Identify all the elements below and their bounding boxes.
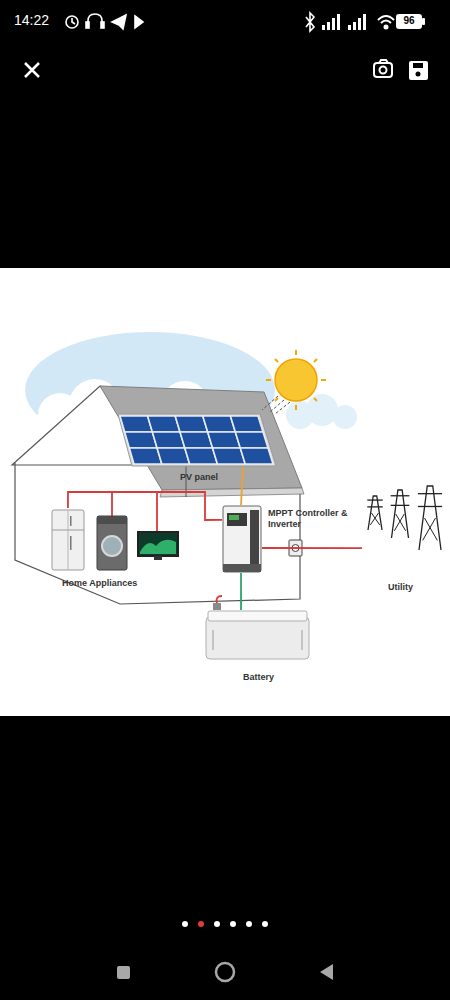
- panel-cell: [129, 448, 161, 464]
- tv-screen: [138, 532, 178, 556]
- battery-art: [205, 610, 310, 660]
- save-icon: [409, 61, 428, 80]
- battery-percent: 96: [396, 15, 422, 26]
- tower-legs: [392, 490, 409, 538]
- tower-legs: [368, 496, 382, 530]
- utility-grid-art: [362, 486, 446, 552]
- washer: [97, 516, 127, 570]
- fridge-split: [68, 510, 69, 570]
- battery-case: [206, 617, 309, 659]
- tower-brace: [370, 513, 379, 525]
- node-label: MPPT Controller & Inverter: [268, 508, 356, 530]
- battery-cable-line: [240, 573, 242, 610]
- nav-home: [216, 963, 234, 981]
- home-appliances: Home Appliances: [50, 508, 180, 572]
- ac-load-wire: [68, 492, 222, 520]
- toolbar-icons: [25, 60, 392, 77]
- node-label: PV panel: [180, 472, 218, 483]
- inverter-screen: [227, 513, 247, 526]
- mppt-inverter-art: [222, 505, 262, 573]
- page-dots: [182, 921, 268, 927]
- save-icon-slot: [413, 63, 423, 68]
- battery-terminal: [213, 603, 221, 610]
- fridge: [52, 510, 84, 570]
- save-icon-dot: [416, 72, 421, 77]
- roof: [100, 386, 302, 490]
- home-appliances-art: [50, 508, 180, 572]
- washer-door: [102, 536, 122, 556]
- fridge-handle: [70, 536, 72, 550]
- panel-cell: [230, 416, 263, 432]
- washer-top: [97, 516, 127, 524]
- panel-cell: [240, 448, 273, 464]
- inverter-side: [250, 510, 259, 565]
- nav-back: [320, 964, 333, 980]
- panel-cell: [125, 432, 157, 448]
- utility-grid: Utility: [362, 486, 446, 552]
- panel-frame: [118, 414, 276, 466]
- mppt-inverter: MPPT Controller & Inverter: [222, 505, 262, 573]
- battery: Battery: [205, 610, 310, 660]
- active-page-dot: [198, 921, 204, 927]
- tower-arm: [367, 499, 382, 500]
- battery-handle: [301, 630, 303, 650]
- pv-cable-line: [241, 466, 243, 505]
- tv-stand: [154, 556, 162, 560]
- panel-cell: [235, 432, 268, 448]
- fridge-handle: [70, 516, 72, 526]
- tower-legs: [419, 486, 441, 550]
- node-label: Home Appliances: [62, 578, 137, 589]
- battery-lid: [208, 611, 307, 621]
- tower-arm: [391, 495, 410, 496]
- tower-arm: [367, 506, 382, 507]
- tower-arm: [391, 505, 410, 506]
- battery-handle: [212, 630, 214, 650]
- status-time: 14:22: [14, 13, 49, 28]
- pv-cable: [241, 466, 243, 505]
- ac-load-wire-line: [68, 492, 222, 520]
- grid-wire: [262, 547, 362, 548]
- tower-brace: [423, 518, 438, 540]
- status-icons: [66, 13, 394, 31]
- node-label: Battery: [243, 672, 274, 683]
- inverter-display: [229, 515, 239, 520]
- sun-beams: [262, 396, 290, 414]
- signal-bars: [322, 14, 425, 30]
- tower-arm: [418, 493, 442, 494]
- inverter-case: [223, 506, 261, 572]
- pv-panel-art: [118, 414, 275, 466]
- tower-arm: [418, 506, 442, 507]
- pv-panel: PV panel: [118, 414, 275, 466]
- inverter-base: [223, 564, 261, 572]
- tv-aurora: [140, 540, 176, 554]
- picture-panel: [0, 268, 450, 716]
- battery-lead: [217, 596, 222, 603]
- grid-wire-line: [262, 547, 362, 549]
- sun-rays: [266, 350, 326, 410]
- battery-cable: [241, 573, 242, 610]
- house-walls: [15, 463, 300, 604]
- nav-recent: [117, 966, 130, 979]
- sun: [275, 359, 317, 401]
- node-label: Utility: [388, 582, 413, 593]
- tower-brace: [394, 514, 405, 531]
